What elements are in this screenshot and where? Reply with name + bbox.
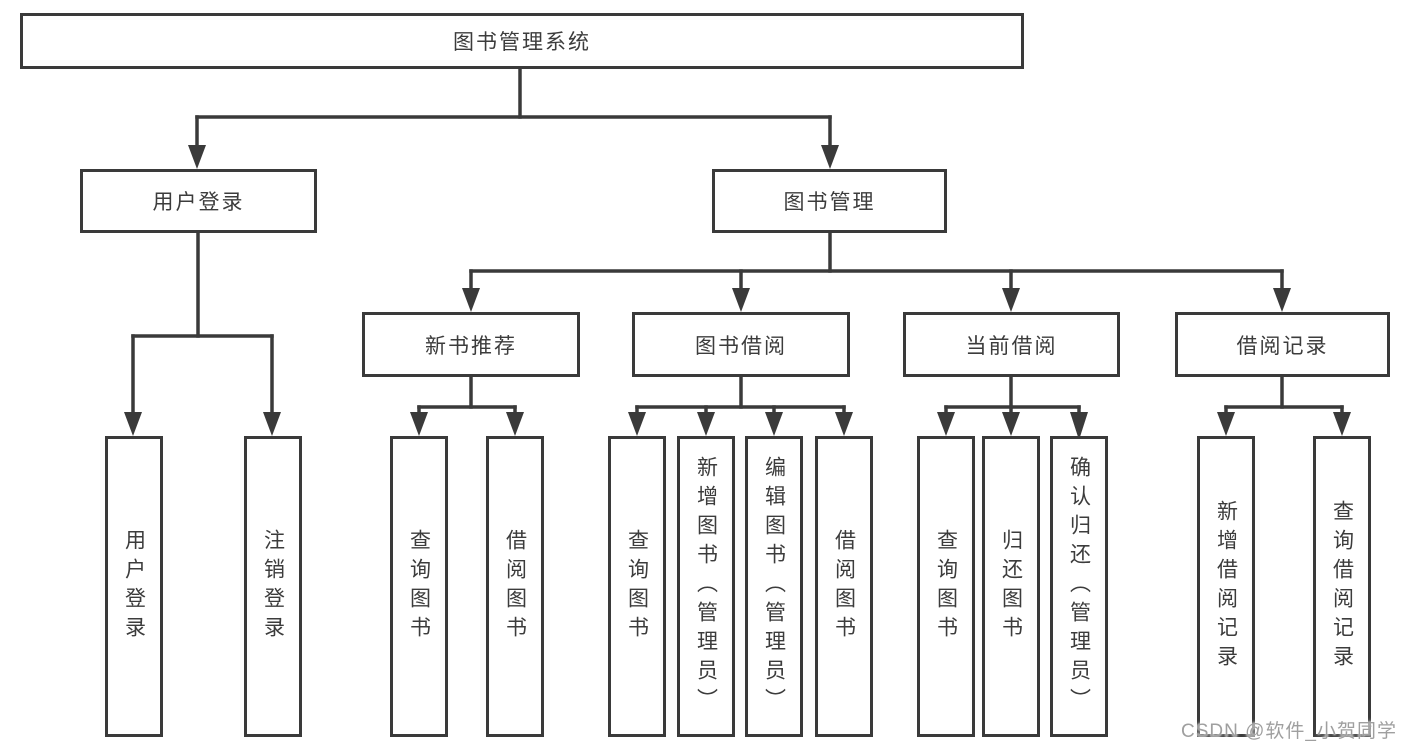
node-user-login: 用户登录 [80,169,317,233]
arrowhead [628,412,646,436]
node-book-borrow: 图书借阅 [632,312,850,377]
node-label: 新增图书（管理员） [694,456,718,717]
leaf-query-books-current: 查询图书 [917,436,975,737]
node-label: 用户登录 [122,528,146,645]
edges-current-borrow [937,375,1088,440]
leaf-add-borrow-record: 新增借阅记录 [1197,436,1255,737]
arrowhead [835,412,853,436]
arrowhead [462,288,480,312]
arrowhead [1273,288,1291,312]
leaf-query-borrow-record: 查询借阅记录 [1313,436,1371,737]
arrowhead [1217,412,1235,436]
leaf-borrow-books: 借阅图书 [815,436,873,737]
node-new-book-recommend: 新书推荐 [362,312,580,377]
node-label: 注销登录 [261,528,285,645]
leaf-confirm-return-admin: 确认归还（管理员） [1050,436,1108,737]
node-label: 确认归还（管理员） [1067,456,1091,717]
leaf-edit-book-admin: 编辑图书（管理员） [745,436,803,737]
edges-book-borrow [628,375,853,436]
arrowhead [1002,288,1020,312]
edges-root [188,67,839,169]
node-label: 编辑图书（管理员） [762,456,786,717]
arrowhead [937,412,955,436]
node-label: 查询图书 [934,528,958,645]
node-label: 图书借阅 [695,334,787,358]
arrowhead [188,145,206,169]
watermark: CSDN @软件_小贺同学 [1181,721,1397,742]
edges-new-book-recommend [410,375,524,436]
arrowhead [1070,412,1088,440]
node-label: 查询借阅记录 [1330,499,1354,674]
arrowhead [1002,412,1020,436]
arrowhead [263,412,281,436]
node-label: 图书管理 [783,191,876,214]
node-label: 借阅图书 [832,528,856,645]
arrowhead [1333,412,1351,436]
node-label: 查询图书 [407,528,431,645]
arrowhead [697,412,715,436]
node-label: 查询图书 [625,528,649,645]
leaf-add-book-admin: 新增图书（管理员） [677,436,735,737]
node-label: 新书推荐 [425,334,517,358]
node-borrow-records: 借阅记录 [1175,312,1390,377]
node-label: 用户登录 [152,191,245,214]
arrowhead [506,412,524,436]
edges-book-management [462,231,1291,312]
node-label: 当前借阅 [965,334,1058,358]
node-book-management: 图书管理 [712,169,947,233]
arrowhead [732,288,750,312]
node-label: 新增借阅记录 [1214,499,1238,674]
arrowhead [124,412,142,436]
leaf-user-login: 用户登录 [105,436,163,737]
node-label: 图书管理系统 [453,31,591,54]
node-library-management-system: 图书管理系统 [20,13,1024,69]
arrowhead [821,145,839,169]
arrowhead [765,412,783,436]
edges-user-login [124,231,281,436]
leaf-return-book: 归还图书 [982,436,1040,737]
leaf-logout: 注销登录 [244,436,302,737]
leaf-query-books-recommend: 查询图书 [390,436,448,737]
leaf-query-books-borrow: 查询图书 [608,436,666,737]
node-label: 借阅记录 [1236,334,1329,358]
edges-borrow-records [1217,375,1351,436]
node-label: 归还图书 [999,528,1023,645]
node-label: 借阅图书 [503,528,527,645]
arrowhead [410,412,428,436]
node-current-borrow: 当前借阅 [903,312,1120,377]
leaf-borrow-books-recommend: 借阅图书 [486,436,544,737]
